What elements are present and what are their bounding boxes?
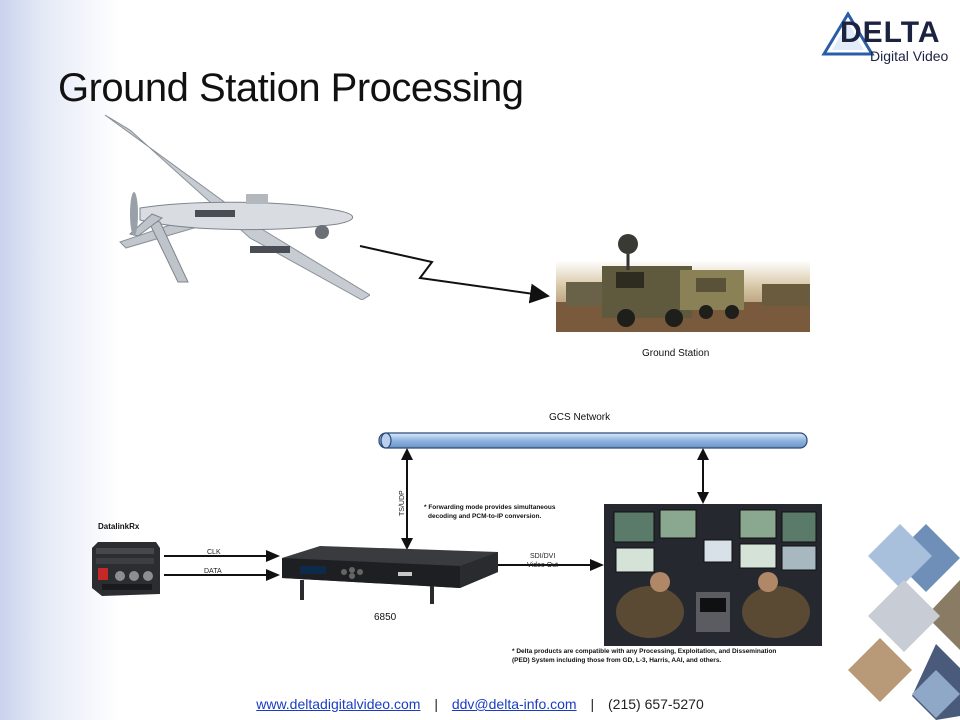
- ground-station-photo: [556, 230, 810, 332]
- compatibility-note-line2: (PED) System including those from GD, L-…: [512, 657, 722, 664]
- gcs-network-label: GCS Network: [549, 412, 611, 423]
- datalink-receiver-icon: [92, 542, 160, 596]
- datalink-arrow: [359, 245, 550, 304]
- sdi-dvi-label: SDI/DVI: [530, 553, 556, 560]
- tsudp-label: TS/UDP: [399, 490, 406, 516]
- rack-decoder-icon: [282, 546, 498, 604]
- forwarding-note: * Forwarding mode provides simultaneous …: [424, 503, 555, 521]
- forwarding-note-line1: * Forwarding mode provides simultaneous: [424, 504, 556, 511]
- page-title: Ground Station Processing: [58, 66, 524, 110]
- footer: www.deltadigitalvideo.com | ddv@delta-in…: [0, 696, 960, 712]
- video-out-label: Video Out: [527, 562, 559, 569]
- gcs-network-pipe: [378, 432, 808, 449]
- website-link[interactable]: www.deltadigitalvideo.com: [256, 696, 421, 712]
- compatibility-note-line1: * Delta products are compatible with any…: [512, 648, 777, 655]
- forwarding-note-line2: decoding and PCM-to-IP conversion.: [428, 513, 542, 520]
- data-label: DATA: [204, 568, 222, 575]
- diamond-photo-collage: [848, 524, 960, 720]
- model-label: 6850: [374, 612, 397, 623]
- footer-separator-2: |: [590, 696, 595, 712]
- logo-tagline: Digital Video: [870, 48, 949, 64]
- logo-brand: DELTA: [840, 16, 941, 49]
- control-room-photo: [604, 504, 822, 646]
- datalink-rx-label: DatalinkRx: [98, 522, 140, 531]
- clk-label: CLK: [207, 549, 221, 556]
- phone-number: (215) 657-5270: [608, 696, 704, 712]
- uav-drone-icon: [104, 114, 370, 300]
- delta-logo: DELTA Digital Video: [818, 8, 950, 66]
- delta-triangle-icon: [821, 11, 875, 56]
- footer-separator-1: |: [434, 696, 438, 712]
- compatibility-note: * Delta products are compatible with any…: [512, 647, 776, 665]
- ground-station-label: Ground Station: [642, 348, 710, 359]
- left-gradient-band: [0, 0, 120, 720]
- tsudp-label-wrap: TS/UDP: [397, 488, 417, 518]
- email-link[interactable]: ddv@delta-info.com: [451, 696, 577, 712]
